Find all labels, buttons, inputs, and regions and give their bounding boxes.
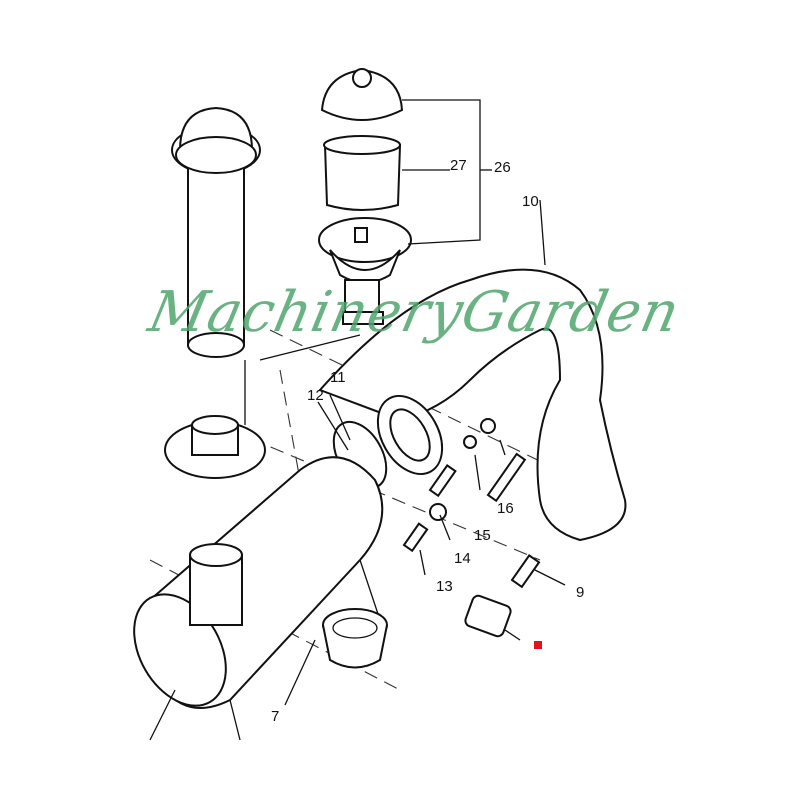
red-marker [534, 641, 542, 649]
label-16: 16 [497, 500, 514, 517]
label-7: 7 [271, 708, 280, 725]
intake-pipe [171, 106, 261, 358]
precleaner-assembly [318, 68, 412, 325]
label-11: 11 [330, 369, 346, 386]
label-27: 27 [450, 157, 467, 174]
watermark: MachineryGarden [143, 280, 686, 345]
label-14: 14 [454, 550, 471, 567]
label-26: 26 [494, 159, 511, 176]
label-10: 10 [522, 193, 539, 210]
label-12: 12 [307, 387, 324, 404]
pipe-base [164, 415, 266, 479]
label-15: 15 [474, 527, 491, 544]
air-cleaner-body [133, 456, 384, 741]
label-9: 9 [576, 584, 585, 601]
label-13: 13 [436, 578, 453, 595]
hose [318, 268, 627, 542]
